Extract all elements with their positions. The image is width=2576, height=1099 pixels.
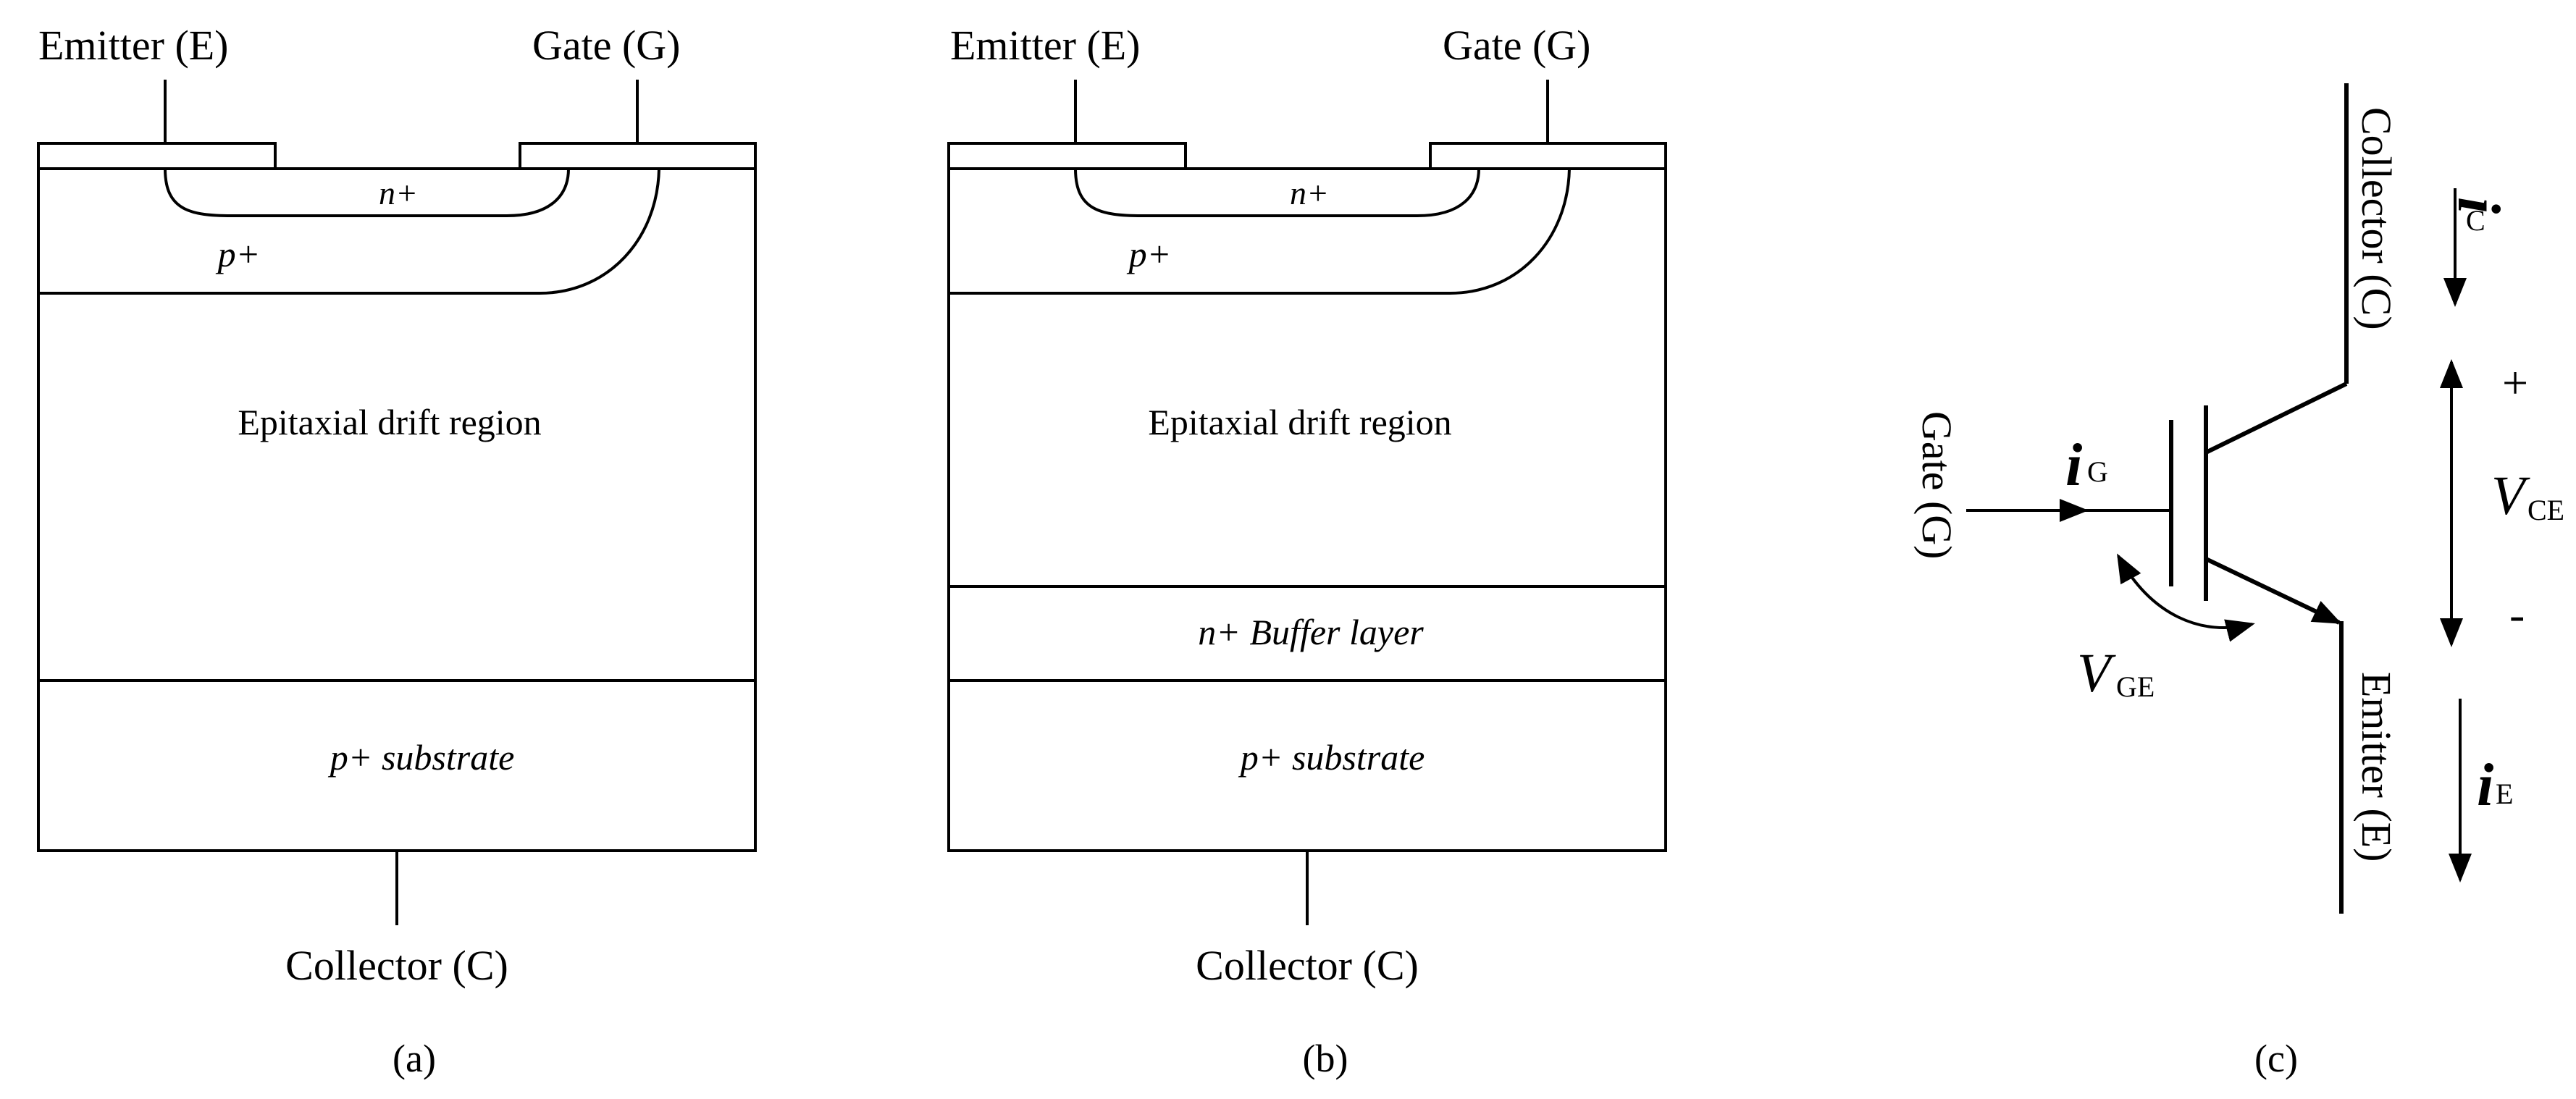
collector-label: Collector (C) bbox=[2353, 107, 2400, 330]
vge-label: V bbox=[2077, 643, 2116, 704]
p-plus-label: p+ bbox=[216, 234, 261, 274]
caption-b: (b) bbox=[1303, 1037, 1348, 1080]
gate-contact bbox=[1429, 142, 1667, 170]
emitter-label: Emitter (E) bbox=[2353, 672, 2400, 862]
gate-contact bbox=[519, 142, 757, 170]
caption-c: (c) bbox=[2254, 1037, 2298, 1080]
device-body bbox=[947, 167, 1667, 852]
n-plus-label: n+ bbox=[379, 174, 418, 211]
gate-current-label: i bbox=[2065, 431, 2082, 499]
device-body bbox=[37, 167, 757, 852]
caption-a: (a) bbox=[393, 1037, 436, 1080]
substrate-label: p+ substrate bbox=[1238, 737, 1425, 778]
panel-a-cross-section: Emitter (E) Gate (G) n+ p+ Epitaxial dri… bbox=[37, 22, 757, 1080]
n-plus-region-boundary bbox=[164, 168, 570, 217]
gate-label: Gate (G) bbox=[532, 22, 681, 69]
collector-diagonal bbox=[2204, 382, 2348, 455]
p-plus-region-boundary bbox=[949, 168, 1571, 295]
vce-subscript: CE bbox=[2527, 494, 2564, 526]
emitter-contact bbox=[37, 142, 277, 170]
drift-region-label: Epitaxial drift region bbox=[1148, 402, 1451, 442]
emitter-label: Emitter (E) bbox=[38, 22, 229, 69]
emitter-current-label: i bbox=[2477, 751, 2493, 819]
p-plus-region-boundary bbox=[38, 168, 660, 295]
drift-region-label: Epitaxial drift region bbox=[238, 402, 541, 442]
collector-label: Collector (C) bbox=[285, 942, 508, 989]
vce-minus: - bbox=[2509, 589, 2525, 640]
gate-current-subscript: G bbox=[2087, 455, 2108, 488]
gate-label: Gate (G) bbox=[1443, 22, 1591, 69]
vce-label: V bbox=[2491, 466, 2530, 526]
n-plus-label: n+ bbox=[1290, 174, 1329, 211]
emitter-contact bbox=[947, 142, 1187, 170]
panel-c-igbt-symbol: Collector (C) Emitter (E) Gate (G) i C i… bbox=[1913, 83, 2564, 1080]
substrate-label: p+ substrate bbox=[328, 737, 515, 778]
vge-arrow bbox=[2117, 553, 2255, 642]
vge-subscript: GE bbox=[2116, 670, 2155, 703]
p-plus-label: p+ bbox=[1127, 234, 1172, 274]
emitter-diagonal bbox=[2204, 557, 2342, 625]
vce-plus: + bbox=[2502, 357, 2528, 408]
n-plus-region-boundary bbox=[1074, 168, 1480, 217]
svg-text:i: i bbox=[2445, 197, 2512, 214]
collector-current-subscript: C bbox=[2466, 204, 2485, 237]
panel-b-cross-section: Emitter (E) Gate (G) n+ p+ Epitaxial dri… bbox=[947, 22, 1667, 1080]
emitter-current-subscript: E bbox=[2496, 778, 2513, 810]
collector-label: Collector (C) bbox=[1196, 942, 1419, 989]
gate-label: Gate (G) bbox=[1913, 411, 1960, 560]
emitter-label: Emitter (E) bbox=[950, 22, 1141, 69]
collector-current-label: i bbox=[2445, 197, 2512, 214]
buffer-layer-label: n+ Buffer layer bbox=[1198, 612, 1424, 652]
